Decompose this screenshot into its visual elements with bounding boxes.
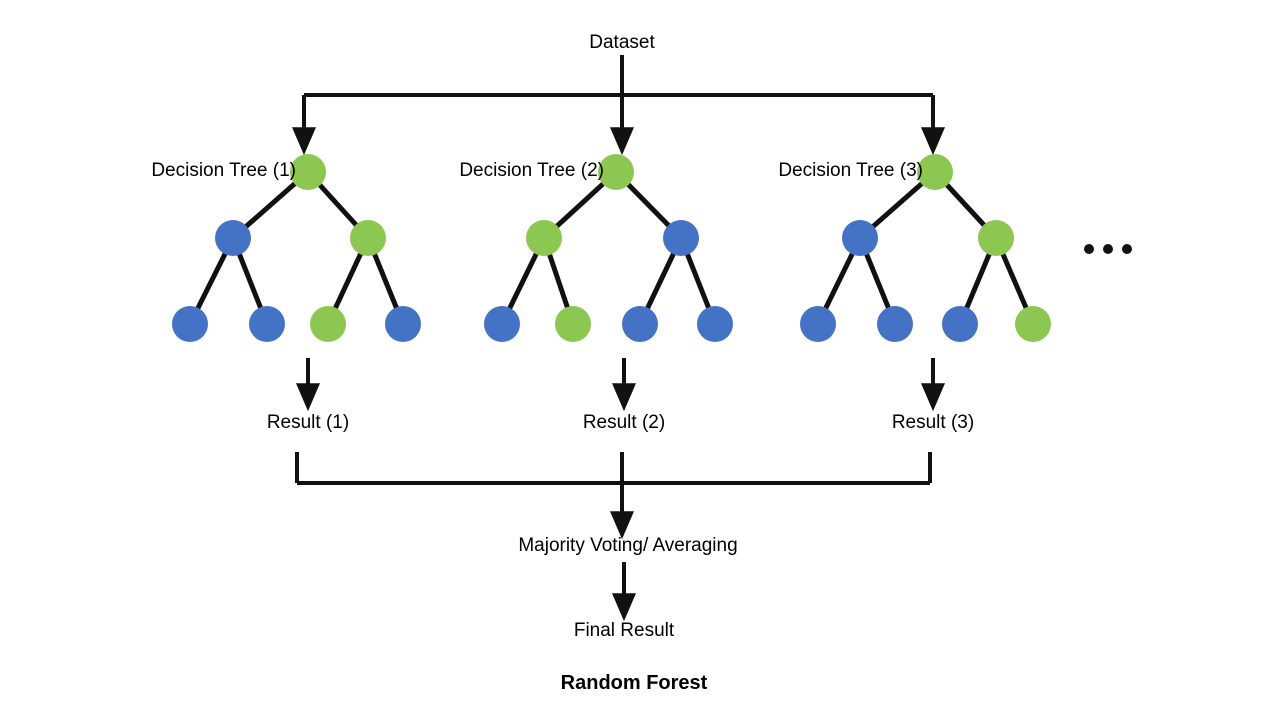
decision-tree-3-label: Decision Tree (3) xyxy=(778,160,923,181)
tree-2-leaf-node-4 xyxy=(697,306,733,342)
tree-1-leaf-node-1 xyxy=(172,306,208,342)
flow-connectors xyxy=(292,55,945,622)
tree-nodes xyxy=(172,154,1051,342)
tree-2-internal-node-right xyxy=(663,220,699,256)
tree-1-root-node xyxy=(290,154,326,190)
tree-3-internal-node-right xyxy=(978,220,1014,256)
tree-2-leaf-node-3 xyxy=(622,306,658,342)
diagram-caption: Random Forest xyxy=(560,672,708,694)
tree-3-leaf-node-3 xyxy=(942,306,978,342)
tree-1-leaf-node-4 xyxy=(385,306,421,342)
tree-2-leaf-node-2 xyxy=(555,306,591,342)
final-result-label: Final Result xyxy=(573,620,675,641)
result-2-label: Result (2) xyxy=(582,412,666,433)
tree-edges xyxy=(187,170,1036,326)
tree-2-root-node xyxy=(598,154,634,190)
tree-3-leaf-node-1 xyxy=(800,306,836,342)
tree-3-root-node xyxy=(917,154,953,190)
tree-1-internal-node-left xyxy=(215,220,251,256)
tree-2-internal-node-left xyxy=(526,220,562,256)
dataset-label: Dataset xyxy=(589,32,655,53)
tree-3-leaf-node-4 xyxy=(1015,306,1051,342)
decision-tree-1-label: Decision Tree (1) xyxy=(151,160,296,181)
decision-tree-2-label: Decision Tree (2) xyxy=(459,160,604,181)
tree-3-leaf-node-2 xyxy=(877,306,913,342)
result-3-label: Result (3) xyxy=(891,412,975,433)
tree-1-leaf-node-3 xyxy=(310,306,346,342)
result-1-label: Result (1) xyxy=(266,412,350,433)
tree-2-leaf-node-1 xyxy=(484,306,520,342)
tree-1-leaf-node-2 xyxy=(249,306,285,342)
more-trees-ellipsis-icon xyxy=(1084,244,1132,254)
aggregation-label: Majority Voting/ Averaging xyxy=(518,535,738,556)
tree-3-internal-node-left xyxy=(842,220,878,256)
tree-1-internal-node-right xyxy=(350,220,386,256)
